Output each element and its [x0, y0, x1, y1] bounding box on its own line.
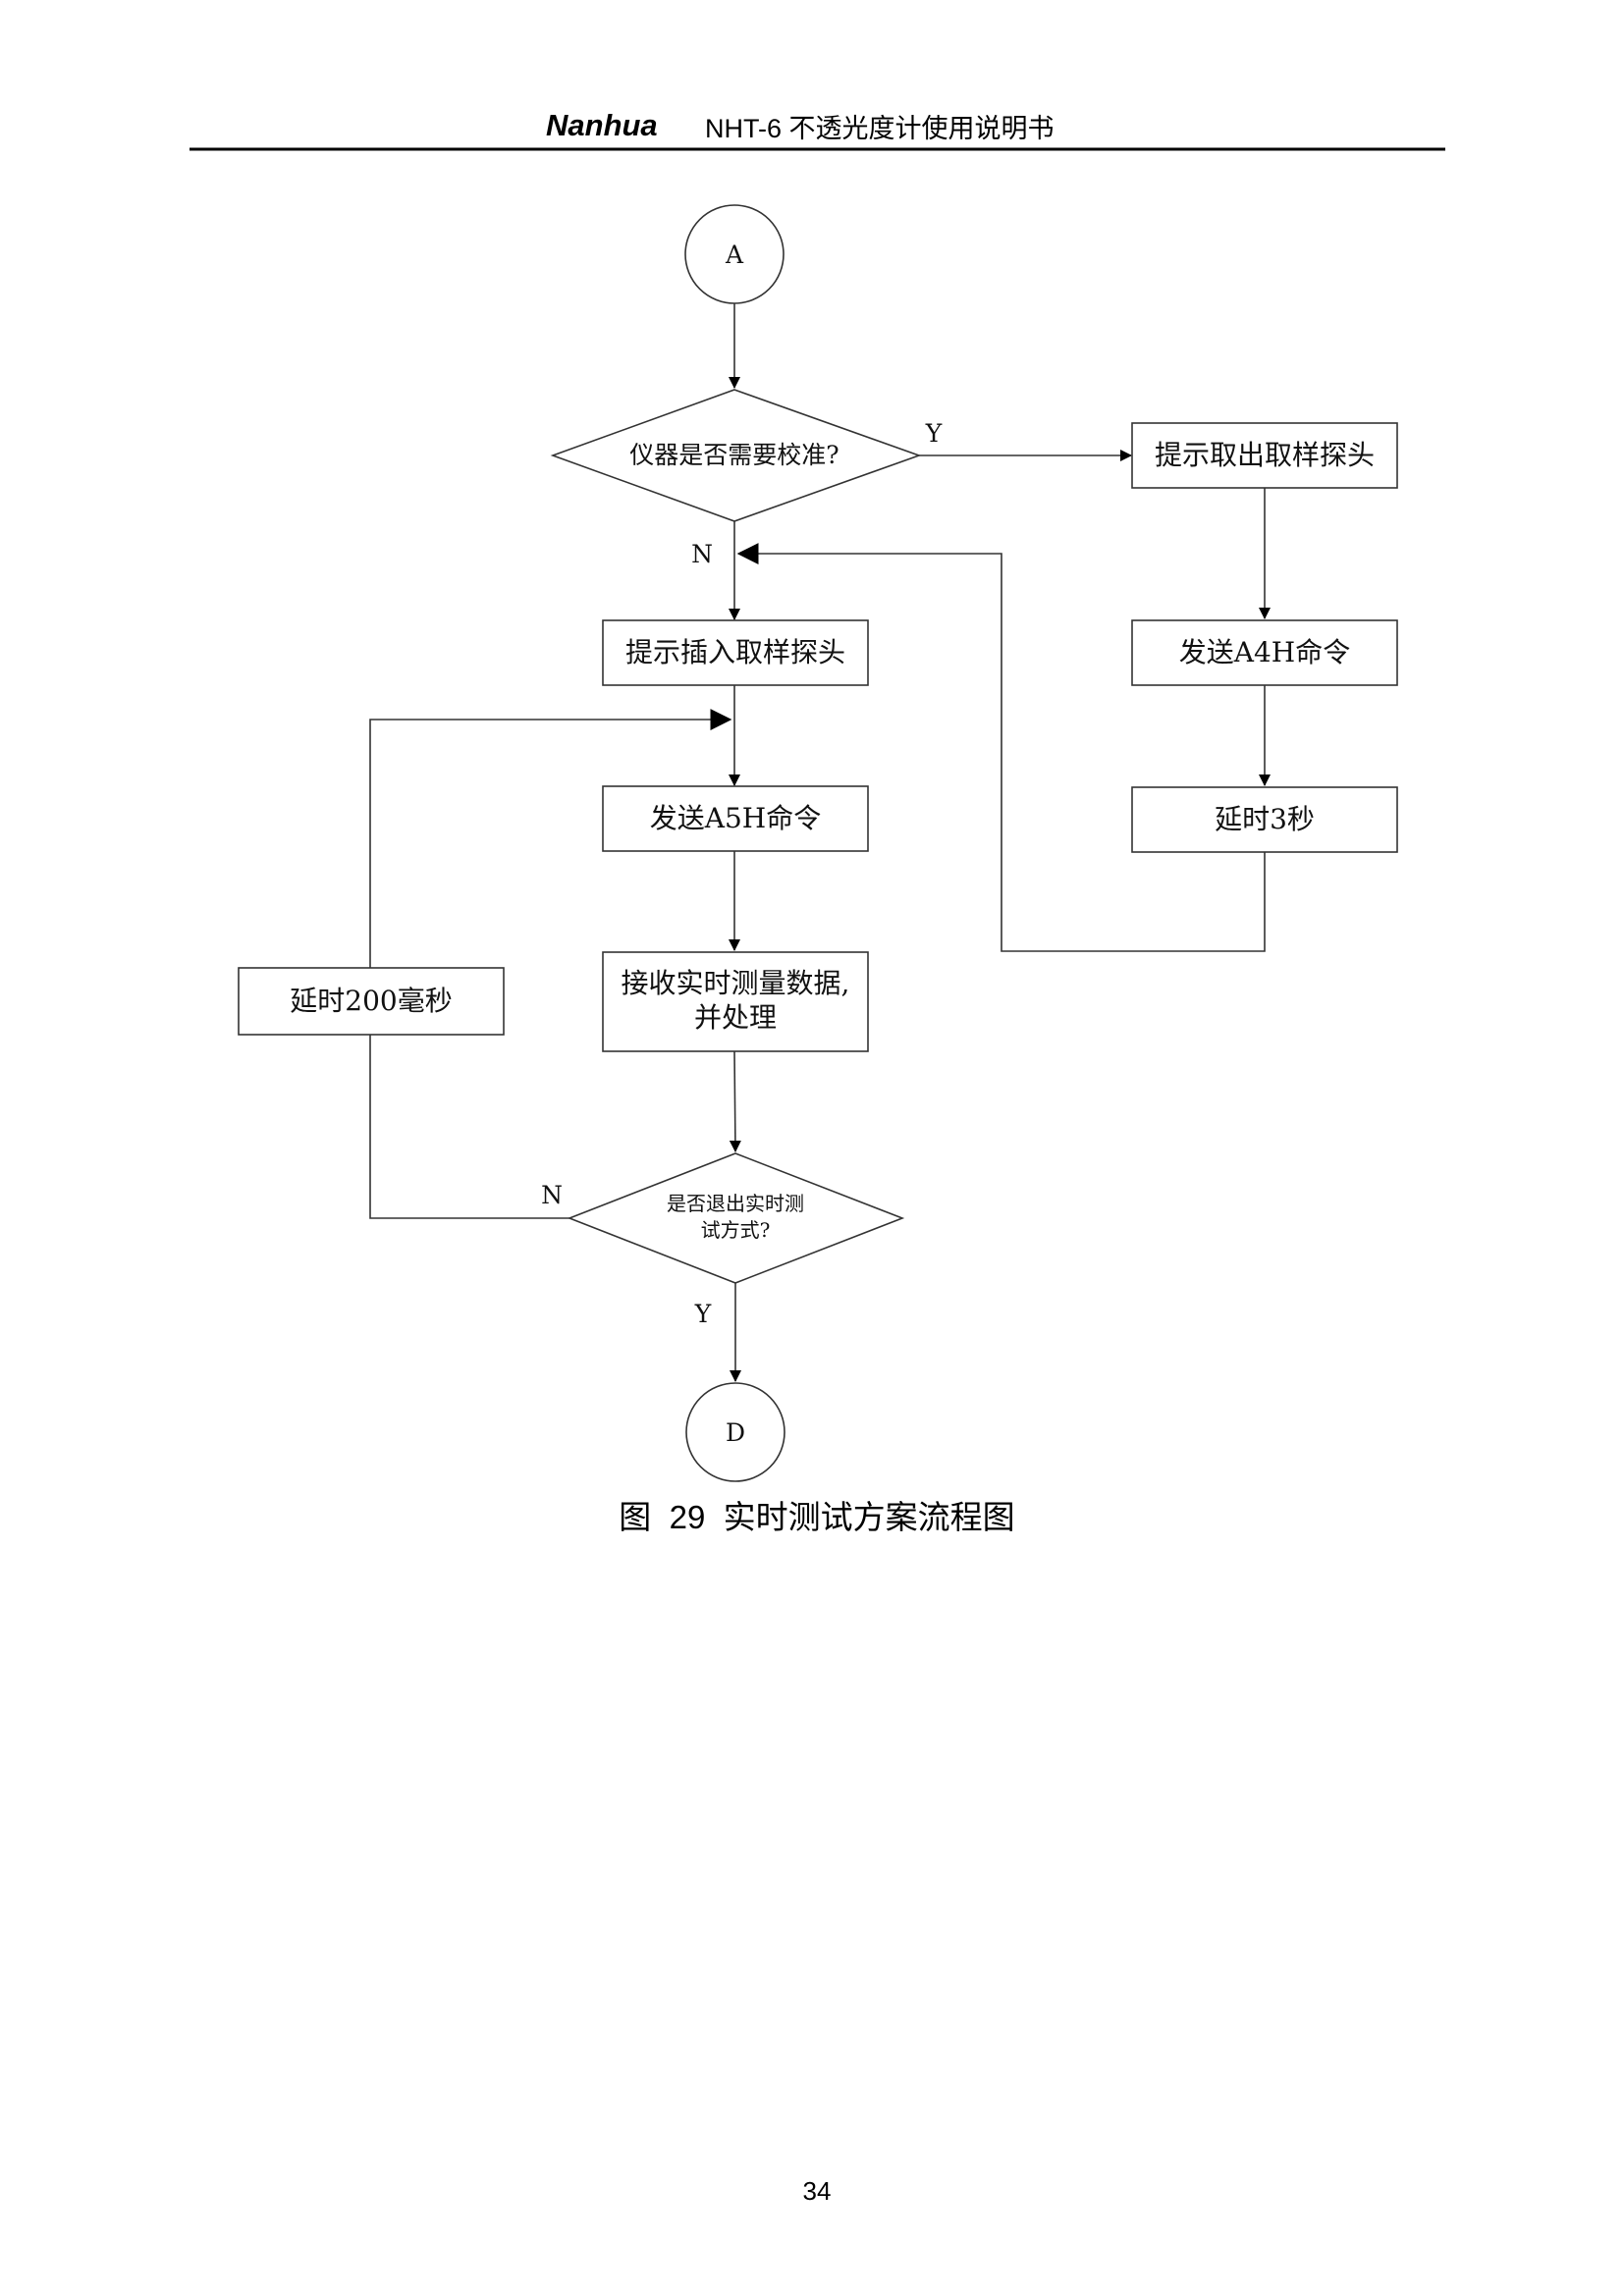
branch-label-yes: Y	[925, 419, 943, 448]
brand-logo: Nanhua	[546, 108, 658, 142]
branch-label-no: N	[691, 540, 713, 568]
box-prompt-remove-probe	[1131, 422, 1398, 489]
end-connector	[685, 1382, 785, 1482]
connector-label-d: D	[726, 1418, 745, 1447]
flow-return-line	[736, 543, 1266, 952]
box-receive-data	[602, 951, 869, 1052]
page-header: Nanhua NHT-6 不透光度计使用说明书	[189, 108, 1445, 151]
figure-caption: 图 29 实时测试方案流程图	[619, 1499, 1014, 1535]
box-receive-label-line2: 并处理	[694, 1001, 777, 1034]
flow-loop-line	[369, 1035, 569, 1219]
box-send-a4h	[1131, 619, 1398, 686]
connector-label-a: A	[725, 240, 744, 269]
box-delay-200ms	[238, 967, 505, 1036]
branch-label-no: N	[541, 1181, 563, 1209]
document-title: NHT-6 不透光度计使用说明书	[705, 114, 1055, 143]
flowchart-labels: A 仪器是否需要校准? Y N 提示取出取样探头 发送A4H命令 延时3秒 提示…	[290, 240, 1375, 1447]
decision-exit-label-line2: 试方式?	[701, 1218, 771, 1242]
flow-loop-return	[369, 709, 732, 968]
flowchart	[238, 204, 1398, 1482]
box-delay-3s	[1131, 786, 1398, 853]
box-prompt-insert-probe	[602, 619, 869, 686]
box-delay-200ms-label: 延时200毫秒	[290, 985, 452, 1017]
decision-exit-label-line1: 是否退出实时测	[667, 1192, 804, 1215]
box-delay-3s-label: 延时3秒	[1215, 803, 1315, 835]
box-send-a5h	[602, 785, 869, 852]
box-send-a5h-label: 发送A5H命令	[650, 802, 821, 834]
box-send-a4h-label: 发送A4H命令	[1179, 636, 1350, 668]
box-prompt-insert-label: 提示插入取样探头	[625, 636, 845, 668]
decision-calibrate-label: 仪器是否需要校准?	[629, 441, 839, 469]
branch-label-yes: Y	[694, 1300, 712, 1328]
flow-arrow	[729, 1050, 741, 1152]
page-number: 34	[803, 2176, 832, 2206]
box-prompt-remove-label: 提示取出取样探头	[1155, 439, 1375, 471]
box-receive-label-line1: 接收实时测量数据,	[622, 967, 850, 999]
